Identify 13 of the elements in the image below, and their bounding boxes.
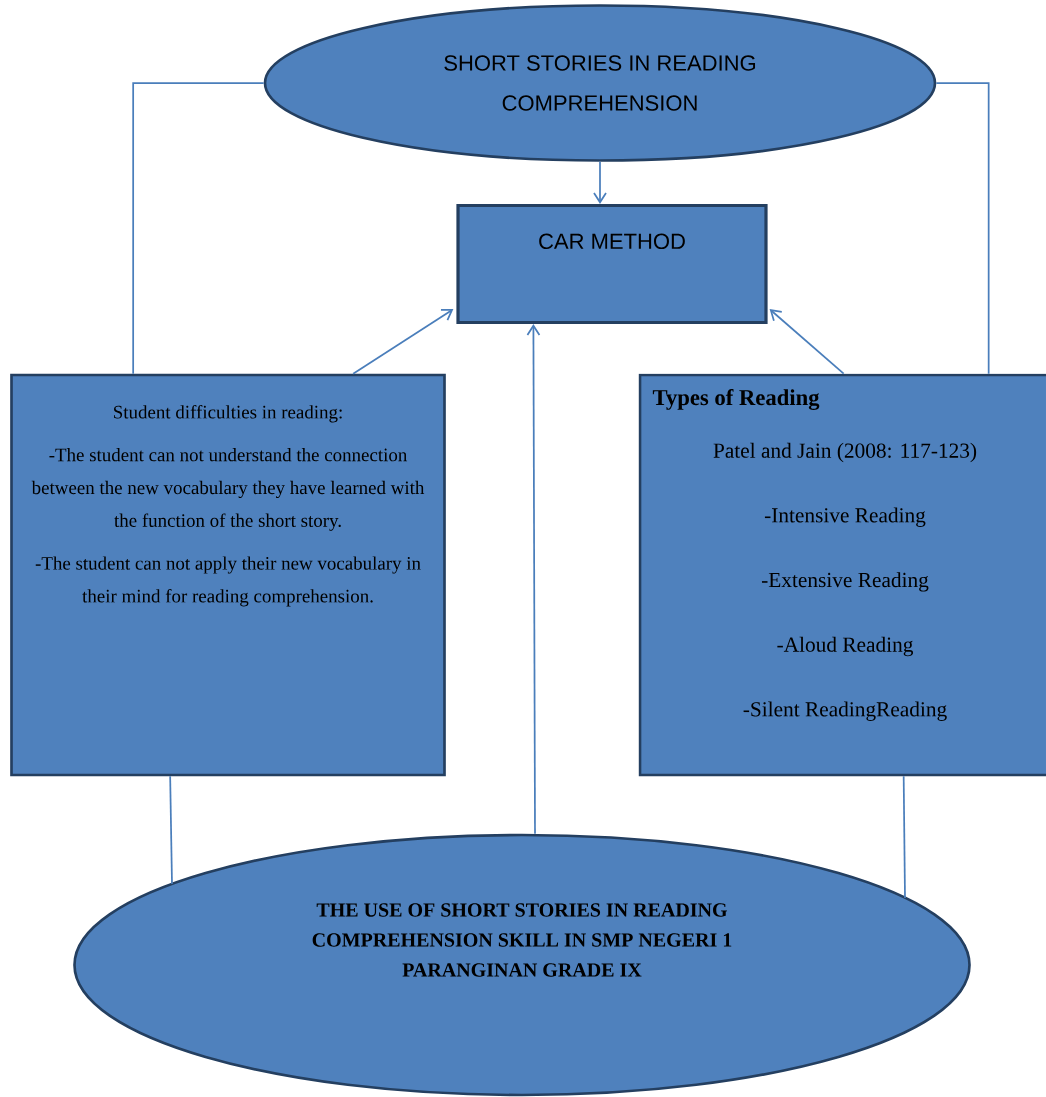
arrow bbox=[593, 160, 607, 204]
oval: THE USE OF SHORT STORIES IN READING COMPREHENSION SKILL IN SMP NEGERI 1 PARANGINAN GRADE IX bbox=[73, 833, 971, 1097]
text-box: Types of Reading Patel and Jain (2008: 117-123) -Intensive Reading -Extensive Reading -Aloud Reading -Silent ReadingReading bbox=[638, 373, 1046, 777]
arrow bbox=[352, 309, 454, 375]
connector-line bbox=[935, 82, 990, 375]
connector-line bbox=[169, 775, 173, 885]
connector-line bbox=[132, 82, 265, 375]
oval: SHORT STORIES IN READING COMPREHENSION bbox=[263, 4, 937, 162]
arrow bbox=[769, 309, 845, 375]
connector-line bbox=[902, 775, 906, 899]
text-box: Student difficulties in reading: -The student can not understand the connection between the new vocabulary they have learned with the function of the short story. -The student can not apply their new vocabulary in their mind for reading comprehension. bbox=[10, 373, 446, 777]
arrow bbox=[526, 324, 541, 835]
process-box: CAR METHOD bbox=[456, 203, 768, 325]
